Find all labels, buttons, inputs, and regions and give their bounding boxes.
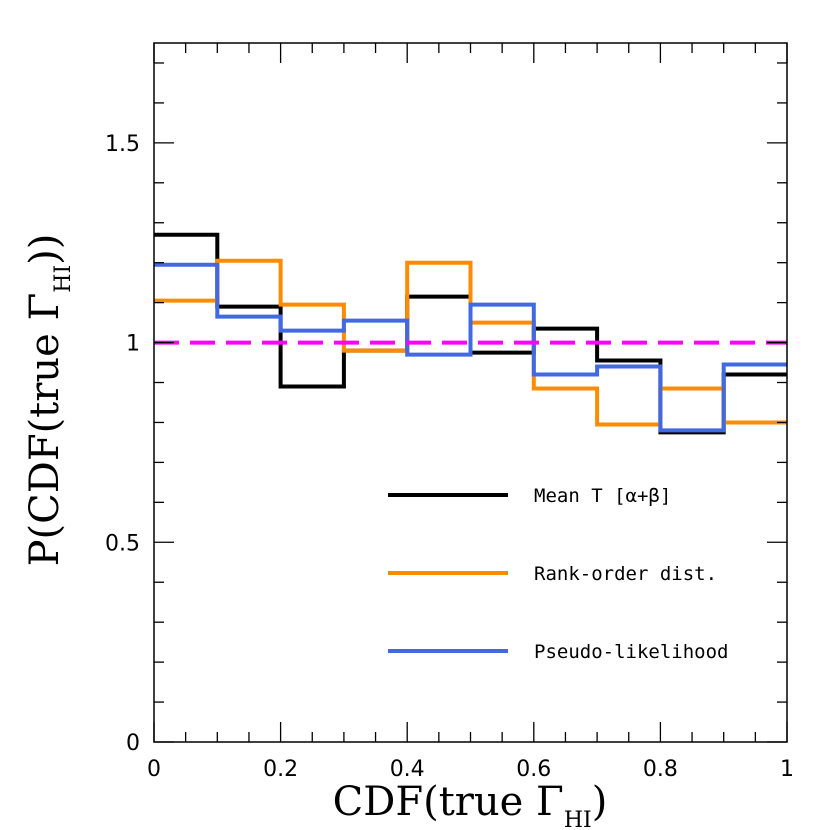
x-tick-label: 0 bbox=[147, 757, 161, 782]
plot-frame bbox=[153, 42, 788, 743]
y-tick-label: 0.5 bbox=[105, 531, 140, 556]
series-line-3 bbox=[154, 262, 787, 433]
x-tick-label: 1 bbox=[780, 757, 794, 782]
plot-border bbox=[153, 42, 788, 743]
series-layer bbox=[154, 232, 787, 435]
x-tick-label: 0.8 bbox=[643, 757, 678, 782]
y-axis-title-sub: HI bbox=[51, 265, 76, 293]
y-tick-label: 1.5 bbox=[105, 132, 140, 157]
x-tick-label: 0.4 bbox=[390, 757, 425, 782]
tick-labels: 0 0.2 0.4 0.6 0.8 1 0 0.5 1 1.5 bbox=[105, 132, 794, 782]
ticks bbox=[153, 43, 788, 743]
x-axis-title-main: CDF(true Γ bbox=[333, 779, 564, 825]
x-axis-title-close: ) bbox=[592, 779, 608, 825]
x-tick-label: 0.2 bbox=[263, 757, 298, 782]
y-axis-title-close: )) bbox=[22, 234, 68, 265]
y-axis-title-main: P(CDF(true Γ bbox=[22, 293, 68, 567]
x-axis-title: CDF(true ΓHI) bbox=[333, 779, 608, 830]
y-tick-label: 1 bbox=[126, 332, 140, 357]
legend: Mean T [α+β] Rank-order dist. Pseudo-likel… bbox=[388, 485, 728, 663]
x-axis-title-sub: HI bbox=[564, 808, 592, 830]
legend-label-3: Pseudo-likelihood bbox=[534, 641, 728, 663]
x-tick-label: 0.6 bbox=[516, 757, 551, 782]
legend-label-1: Mean T [α+β] bbox=[534, 485, 671, 507]
y-axis-title: P(CDF(true ΓHI)) bbox=[22, 234, 76, 567]
legend-label-2: Rank-order dist. bbox=[534, 563, 717, 585]
y-tick-label: 0 bbox=[126, 731, 140, 756]
